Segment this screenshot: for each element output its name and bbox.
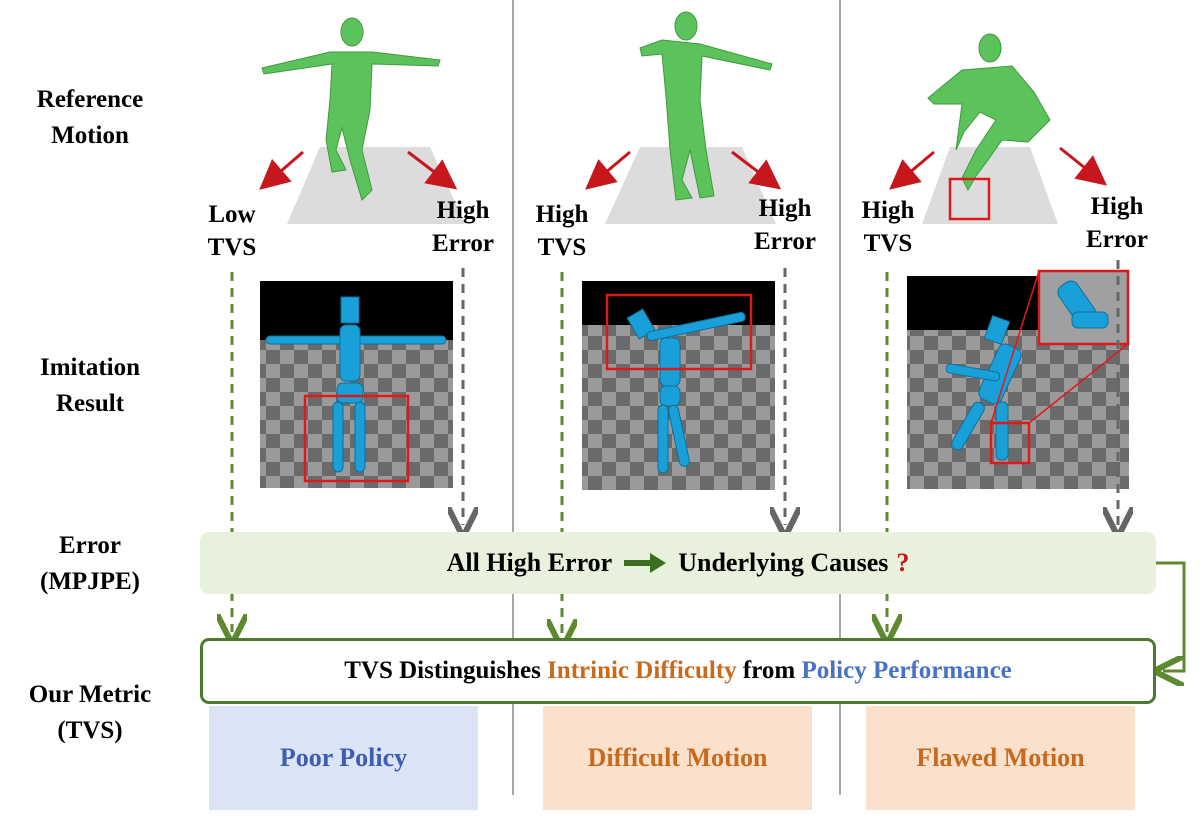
red-arrow bbox=[259, 150, 304, 190]
row-label-line: Imitation bbox=[40, 354, 140, 381]
metric-text-performance: Policy Performance bbox=[801, 657, 1012, 684]
outcome-flawed-motion: Flawed Motion bbox=[866, 706, 1135, 810]
question-mark: ? bbox=[896, 548, 910, 577]
simulation-panel bbox=[582, 281, 775, 490]
row-label-line: Motion bbox=[51, 122, 129, 149]
metric-text-difficulty: Intrinic Difficulty bbox=[547, 657, 737, 684]
row-label-reference: Reference Motion bbox=[5, 82, 175, 154]
error-bar: All High Error Underlying Causes ? bbox=[200, 532, 1156, 594]
error-bar-right: Underlying Causes bbox=[678, 548, 889, 577]
outcome-label: Poor Policy bbox=[279, 743, 408, 772]
error-label: High Error bbox=[753, 195, 816, 255]
tvs-label: Low TVS bbox=[207, 201, 257, 261]
row-label-imitation: Imitation Result bbox=[5, 350, 175, 422]
row-label-line: Reference bbox=[36, 86, 144, 113]
row-label-line: (TVS) bbox=[57, 717, 123, 744]
floor-plane bbox=[605, 147, 776, 224]
outcome-label: Flawed Motion bbox=[916, 743, 1085, 772]
simulation-panel bbox=[907, 269, 1130, 489]
arrow-right-icon bbox=[624, 553, 667, 573]
reference-body-figure bbox=[927, 33, 1051, 192]
row-label-line: Result bbox=[55, 390, 125, 417]
highlight-box bbox=[948, 177, 991, 221]
outcome-difficult-motion: Difficult Motion bbox=[543, 706, 812, 810]
tvs-label: High TVS bbox=[861, 197, 915, 257]
metric-text-part: TVS Distinguishes bbox=[344, 657, 548, 684]
error-label: High Error bbox=[431, 197, 494, 257]
connector-arrow bbox=[1156, 561, 1186, 671]
row-label-line: (MPJPE) bbox=[40, 568, 140, 595]
outcome-label: Difficult Motion bbox=[587, 743, 768, 772]
metric-text-part: from bbox=[736, 657, 802, 684]
red-arrow bbox=[407, 150, 458, 190]
row-label-line: Error bbox=[58, 532, 121, 559]
tvs-label: High TVS bbox=[535, 201, 589, 261]
metric-bar: TVS Distinguishes Intrinic Difficulty fr… bbox=[200, 638, 1156, 704]
row-label-metric: Our Metric (TVS) bbox=[5, 677, 175, 749]
row-label-line: Our Metric bbox=[28, 681, 152, 708]
red-arrow bbox=[889, 150, 935, 190]
reference-body-figure bbox=[261, 17, 441, 201]
red-arrow bbox=[731, 150, 782, 190]
reference-body-figure bbox=[639, 11, 773, 201]
row-label-error: Error (MPJPE) bbox=[5, 528, 175, 600]
red-arrow bbox=[1059, 146, 1108, 186]
error-label: High Error bbox=[1085, 193, 1148, 253]
red-arrow bbox=[585, 150, 631, 190]
error-bar-left: All High Error bbox=[446, 548, 613, 577]
simulation-panel bbox=[260, 281, 453, 488]
outcome-poor-policy: Poor Policy bbox=[209, 706, 478, 810]
